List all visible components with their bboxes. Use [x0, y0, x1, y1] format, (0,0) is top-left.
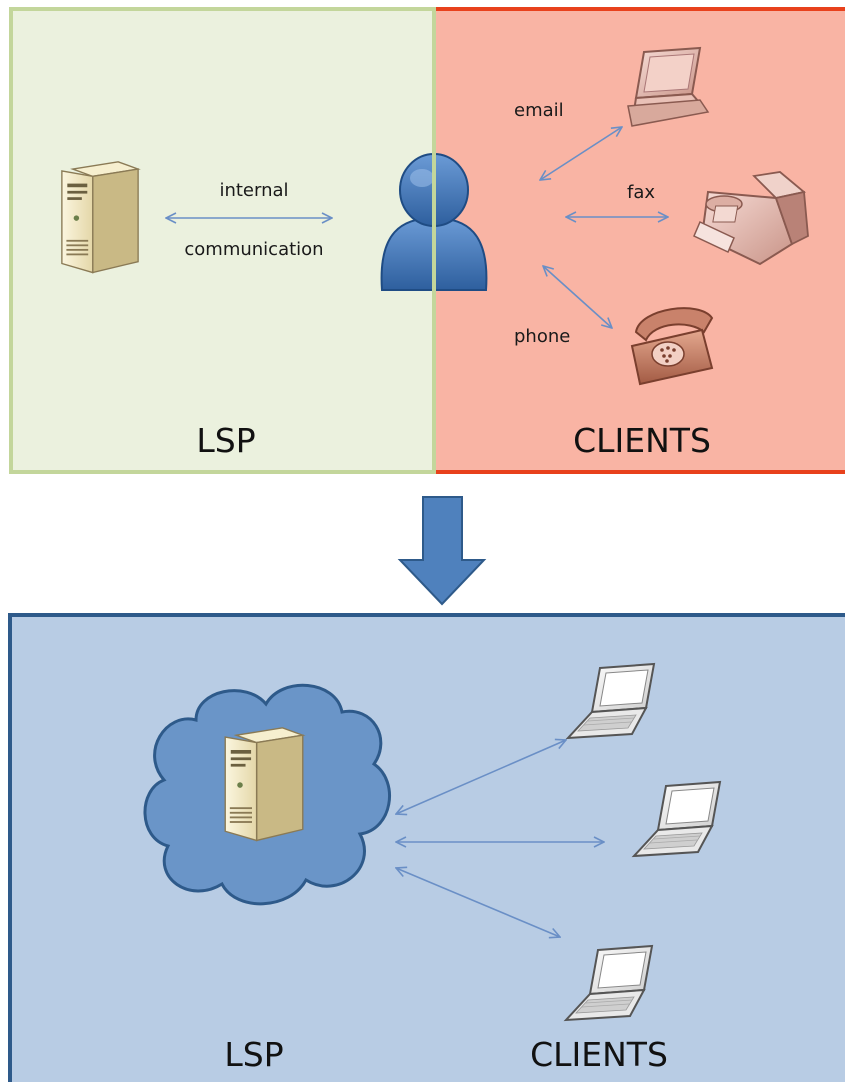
email-laptop-icon — [627, 46, 710, 127]
internal-label: internal — [219, 180, 288, 201]
email-arrow — [540, 127, 622, 180]
connector-arrow-1 — [396, 740, 566, 814]
bottom-lsp-label: LSP — [224, 1035, 283, 1074]
fax-label: fax — [627, 182, 655, 203]
fax-machine-icon — [693, 171, 809, 266]
bottom-clients-label: CLIENTS — [530, 1035, 668, 1074]
bottom-panel-background — [8, 613, 845, 1082]
phone-arrow — [543, 266, 612, 328]
top-clients-label: CLIENTS — [573, 421, 711, 460]
transition-arrow — [397, 496, 487, 606]
bottom-panel: LSP CLIENTS — [8, 613, 845, 1082]
phone-label: phone — [514, 326, 570, 347]
top-lsp-label: LSP — [196, 421, 255, 460]
telephone-icon — [630, 307, 714, 386]
communication-label: communication — [184, 239, 323, 260]
connector-arrow-3 — [396, 868, 560, 937]
person-icon — [380, 153, 488, 291]
cloud-server-icon — [224, 727, 304, 842]
top-panel: internal communication email fax — [9, 7, 845, 474]
email-label: email — [514, 100, 564, 121]
server-icon — [61, 161, 139, 274]
